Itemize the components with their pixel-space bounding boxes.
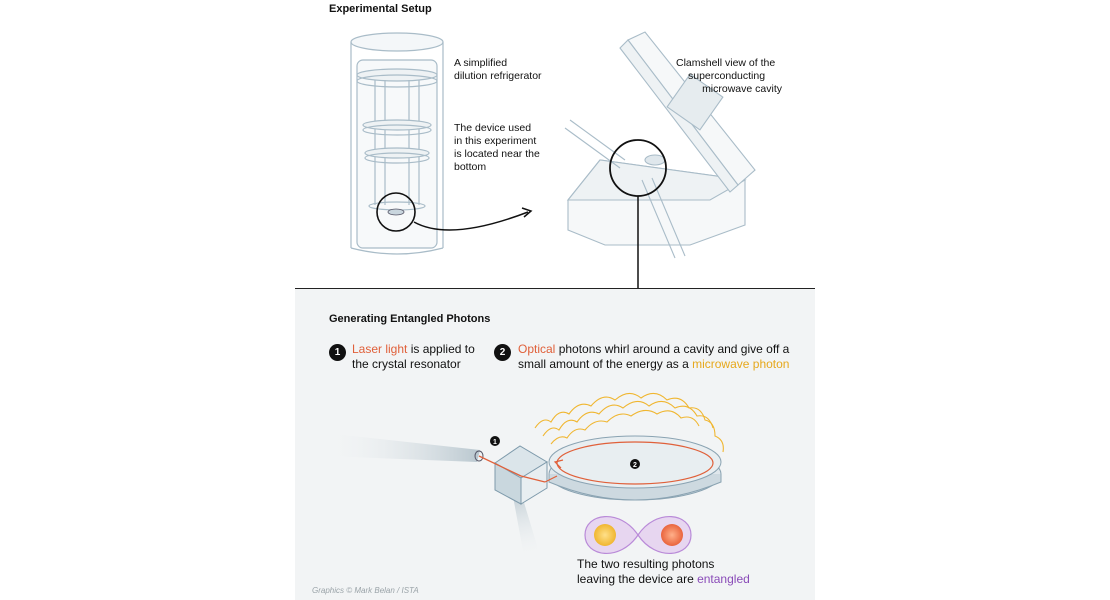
device-callout-circle (376, 192, 416, 232)
device-label-line3: is located near the (454, 148, 540, 160)
result-line2-text: leaving the device are (577, 572, 698, 586)
device-label-line1: The device used (454, 122, 532, 134)
crystal-prism (494, 445, 548, 505)
device-label-line4: bottom (454, 161, 487, 173)
cavity-label-line2: superconducting (688, 70, 766, 82)
step1-rest: is applied to (407, 342, 475, 356)
step2-line2: small amount of the energy as a microwav… (518, 357, 789, 372)
step2-line1: Optical photons whirl around a cavity an… (518, 342, 789, 357)
cavity-label-line3: microwave cavity (702, 83, 782, 95)
graphics-credit: Graphics © Mark Belan / ISTA (312, 586, 419, 595)
dilution-refrigerator (350, 32, 444, 255)
result-line2: leaving the device are entangled (577, 572, 750, 587)
laser-fiber-tip (474, 450, 484, 462)
section-divider (295, 288, 815, 290)
marker-1-text: 1 (493, 439, 497, 446)
entangled-highlight: entangled (697, 572, 750, 586)
output-fiber-beam (511, 488, 541, 559)
setup-illustration (350, 31, 756, 288)
step2-badge: 2 (494, 344, 511, 361)
entangled-photons (584, 516, 692, 554)
step2-text: Optical photons whirl around a cavity an… (518, 342, 789, 372)
step1-badge: 1 (329, 344, 346, 361)
disk-resonator (548, 435, 722, 501)
fridge-label: A simplified dilution refrigerator (454, 57, 542, 83)
laser-light-highlight: Laser light (352, 342, 408, 356)
cavity-label: Clamshell view of the superconducting mi… (660, 57, 782, 96)
device-label-line2: in this experiment (454, 135, 537, 147)
result-text: The two resulting photons leaving the de… (577, 557, 750, 587)
marker-2-circle (630, 459, 640, 469)
step1-text: Laser light is applied to the crystal re… (352, 342, 475, 372)
fridge-label-line2: dilution refrigerator (454, 70, 542, 82)
cavity-label-line1: Clamshell view of the (676, 57, 776, 69)
laser-fiber-beam (325, 433, 480, 462)
step2-line2-text: small amount of the energy as a (518, 357, 693, 371)
laser-path (478, 455, 546, 483)
laser-into-disk (544, 475, 558, 483)
optical-highlight: Optical (518, 342, 556, 356)
section-title-setup: Experimental Setup (329, 3, 432, 15)
microwave-photon-highlight: microwave photon (692, 357, 790, 371)
marker-2-text: 2 (633, 462, 637, 469)
section-title-photons: Generating Entangled Photons (329, 313, 491, 325)
step2-rest: photons whirl around a cavity and give o… (555, 342, 790, 356)
device-arrow (413, 211, 529, 231)
marker-1-circle (490, 436, 500, 446)
clamshell-cavity (564, 31, 756, 259)
photon-illustration: 1 2 (325, 392, 724, 559)
fridge-label-line1: A simplified (454, 57, 508, 69)
result-line1: The two resulting photons (577, 557, 715, 571)
step1-line2: the crystal resonator (352, 357, 461, 371)
microwave-waves (534, 392, 724, 453)
step1-line1: Laser light is applied to (352, 342, 475, 357)
device-label: The device used in this experiment is lo… (454, 122, 540, 174)
